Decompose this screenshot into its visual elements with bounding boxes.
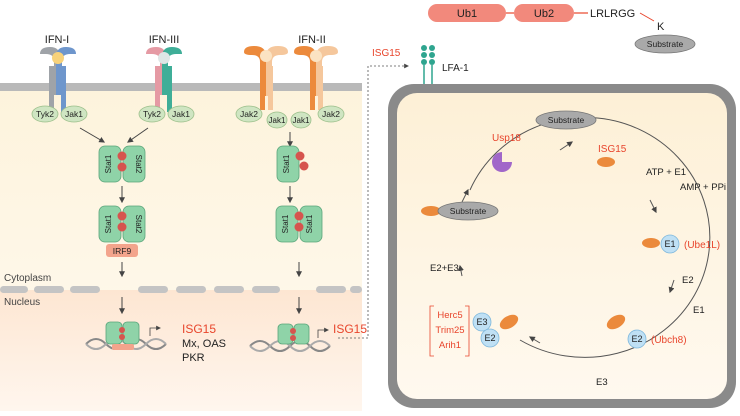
e1-enzyme — [660, 234, 680, 254]
isg15-molecule-icon — [606, 314, 626, 330]
cycle-arrows — [457, 141, 675, 344]
gene-isg15: ISG15 — [182, 322, 216, 336]
stat1-label: Stat1 — [305, 214, 314, 233]
e3-input-label: E3 — [596, 377, 608, 388]
ub1-domain: Ub1 — [457, 8, 477, 20]
stat1-dimer-on-dna — [277, 323, 310, 345]
stat1-homodimer: Stat1 Stat1 — [275, 205, 323, 243]
gene-mx-oas: Mx, OAS — [182, 338, 226, 350]
ifn3-label: IFN-III — [149, 34, 180, 46]
usp18-label: Usp18 — [492, 133, 521, 144]
tyk2-label: Tyk2 — [36, 109, 54, 119]
isgf3-complex: Stat1 Stat2 IRF9 — [98, 205, 146, 257]
e3-ligase-list: Herc5 Trim25 Arih1 — [429, 305, 470, 357]
trim25-label: Trim25 — [435, 325, 464, 336]
usp18-enzyme-icon — [492, 152, 512, 172]
e3-enzyme — [472, 312, 492, 332]
atp-e1-label: ATP + E1 — [646, 167, 686, 178]
nucleus-label: Nucleus — [4, 297, 40, 308]
ifn2-label: IFN-II — [298, 34, 326, 46]
jak1-label: Jak1 — [269, 116, 286, 125]
ifn3-receptor: Tyk2 Jak1 — [138, 47, 195, 123]
isgf3-on-dna — [105, 321, 140, 350]
isg15-free-label: ISG15 — [598, 144, 627, 155]
stat2-label: Stat2 — [134, 215, 143, 234]
plasma-membrane — [0, 83, 362, 91]
isg15-molecule-icon — [642, 238, 660, 248]
conjugation-cycle — [469, 116, 711, 358]
substrate-label: Substrate — [450, 206, 487, 216]
e2-enzyme — [627, 329, 647, 349]
e2-label: E2 — [631, 334, 642, 344]
jak2-label: Jak2 — [322, 109, 340, 119]
c-terminal-tail: LRLRGG — [590, 8, 635, 20]
stat1-label: Stat1 — [282, 154, 291, 173]
conjugated-substrate — [437, 201, 499, 221]
stat1-label: Stat1 — [104, 214, 113, 233]
dna-helix — [249, 340, 331, 352]
isg15-molecule-icon — [421, 206, 441, 216]
cytoplasm-label: Cytoplasm — [4, 273, 51, 284]
arrow — [317, 327, 329, 338]
ifn2-receptor: Jak2 Jak1 Jak1 Jak2 — [235, 46, 345, 129]
jak1-label: Jak1 — [172, 109, 190, 119]
gene-pkr: PKR — [182, 352, 205, 364]
stat1-stat2-dimer: Stat1 Stat2 — [98, 145, 146, 183]
stat1-monomer: Stat1 — [276, 145, 309, 183]
e2-enzyme — [480, 328, 500, 348]
nucleus-area — [0, 290, 362, 411]
tyk2-label: Tyk2 — [143, 109, 161, 119]
isg15-molecule-icon — [597, 157, 615, 167]
ifn1-label: IFN-I — [45, 34, 69, 46]
herc5-label: Herc5 — [437, 310, 462, 321]
arih1-label: Arih1 — [439, 340, 461, 351]
stat2-label: Stat2 — [134, 155, 143, 174]
isg15-domain-structure: Ub1 Ub2 LRLRGG K Substrate — [428, 4, 696, 54]
ub2-domain: Ub2 — [534, 8, 554, 20]
jak1-label: Jak1 — [293, 116, 310, 125]
irf9-label: IRF9 — [113, 246, 132, 256]
nuclear-envelope — [0, 286, 362, 293]
lfa1-label: LFA-1 — [442, 63, 469, 74]
stat1-label: Stat1 — [104, 154, 113, 173]
isg15-molecule-icon — [499, 314, 519, 330]
ifn1-receptor: Tyk2 Jak1 — [31, 47, 88, 123]
ubch8-label: (Ubch8) — [651, 335, 687, 346]
amp-ppi-label: AMP + PPi — [680, 182, 726, 193]
substrate-label: Substrate — [548, 115, 585, 125]
lysine-label: K — [657, 21, 665, 33]
jak2-label: Jak2 — [240, 109, 258, 119]
isg15-secreted-label: ISG15 — [333, 322, 367, 336]
e1-output-label: E1 — [693, 305, 705, 316]
arrow — [79, 127, 106, 143]
stat1-label: Stat1 — [281, 214, 290, 233]
isg15-extracellular-label: ISG15 — [372, 48, 401, 59]
left-cell: Cytoplasm Nucleus IFN-I IFN-III IFN-II T… — [0, 34, 367, 411]
secretion-connector — [338, 63, 409, 339]
released-substrate — [535, 110, 597, 130]
substrate-label: Substrate — [647, 39, 684, 49]
arrow — [149, 325, 161, 336]
arrow — [127, 127, 149, 143]
e2-label: E2 — [484, 333, 495, 343]
e2-input-label: E2 — [682, 275, 694, 286]
jak1-label: Jak1 — [65, 109, 83, 119]
e1-label: E1 — [664, 239, 675, 249]
e2-e3-release-label: E2+E3 — [430, 263, 459, 274]
e3-label: E3 — [476, 317, 487, 327]
ube1l-label: (Ube1L) — [684, 240, 720, 251]
